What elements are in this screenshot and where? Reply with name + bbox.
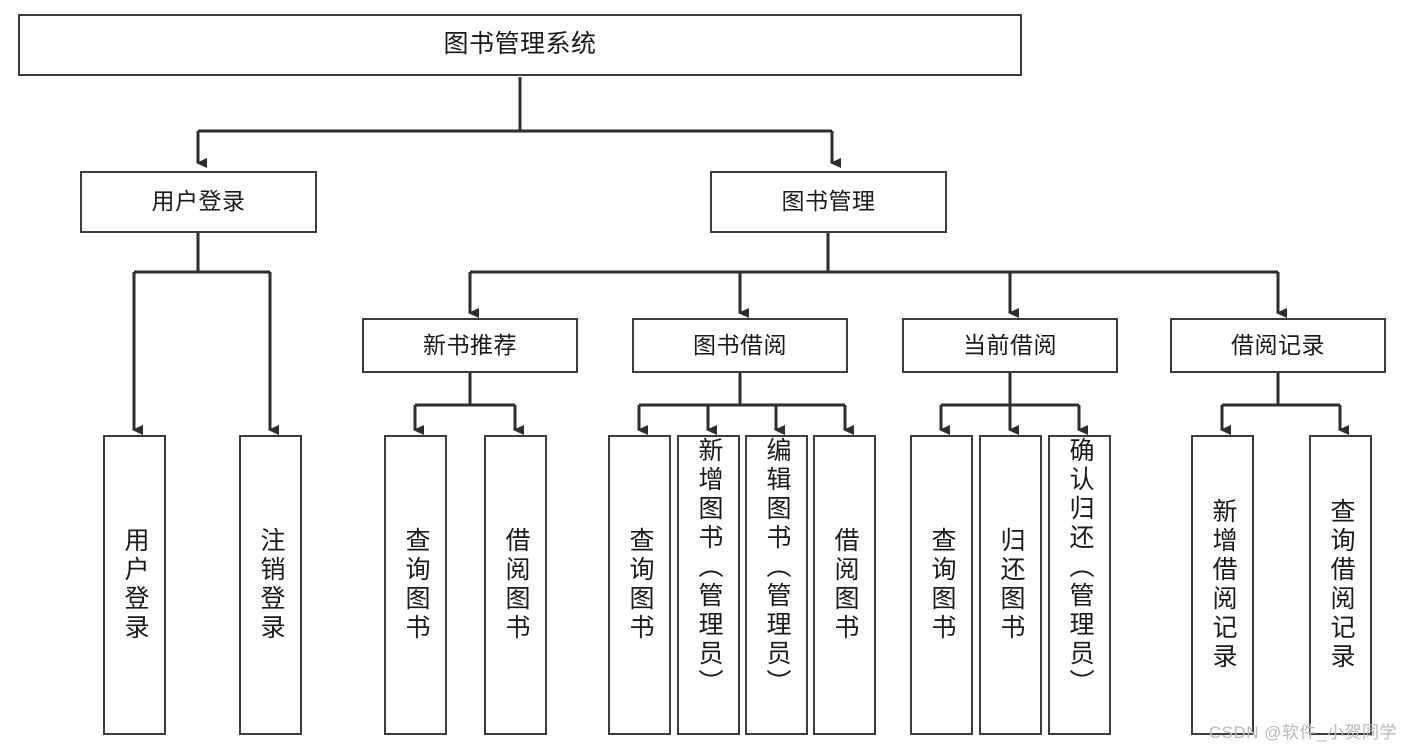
node-leaf-query-record-label: 查询借阅记录	[1327, 498, 1355, 672]
node-current-borrow[interactable]: 当前借阅	[902, 318, 1118, 373]
node-leaf-edit-book-label: 编辑图书（管理员）	[763, 437, 791, 698]
node-leaf-confirm-return[interactable]: 确认归还（管理员）	[1048, 435, 1111, 735]
node-leaf-borrow-book-1[interactable]: 借阅图书	[484, 435, 547, 735]
node-borrow-record[interactable]: 借阅记录	[1170, 318, 1386, 373]
node-leaf-borrow-book-1-label: 借阅图书	[502, 527, 530, 643]
node-leaf-user-login-label: 用户登录	[121, 527, 149, 643]
node-leaf-user-login[interactable]: 用户登录	[103, 435, 166, 735]
node-leaf-add-record-label: 新增借阅记录	[1209, 498, 1237, 672]
node-leaf-query-book-3[interactable]: 查询图书	[910, 435, 973, 735]
watermark: CSDN @软件_小贺同学	[1208, 723, 1397, 742]
node-leaf-query-book-1-label: 查询图书	[402, 527, 430, 643]
node-leaf-confirm-return-label: 确认归还（管理员）	[1066, 437, 1094, 698]
node-leaf-query-book-2[interactable]: 查询图书	[608, 435, 671, 735]
node-user-login-label: 用户登录	[151, 188, 246, 215]
node-root[interactable]: 图书管理系统	[18, 14, 1022, 76]
node-leaf-return-book[interactable]: 归还图书	[979, 435, 1042, 735]
node-root-label: 图书管理系统	[443, 30, 597, 59]
node-new-book-recommend[interactable]: 新书推荐	[362, 318, 578, 373]
node-book-management-label: 图书管理	[781, 188, 876, 215]
node-leaf-edit-book[interactable]: 编辑图书（管理员）	[745, 435, 808, 735]
node-new-book-recommend-label: 新书推荐	[423, 331, 517, 358]
node-leaf-add-book-label: 新增图书（管理员）	[695, 437, 723, 698]
node-leaf-return-book-label: 归还图书	[997, 527, 1025, 643]
node-leaf-query-book-3-label: 查询图书	[928, 527, 956, 643]
node-leaf-add-record[interactable]: 新增借阅记录	[1191, 435, 1254, 735]
node-leaf-query-book-2-label: 查询图书	[626, 527, 654, 643]
node-leaf-query-book-1[interactable]: 查询图书	[384, 435, 447, 735]
node-leaf-add-book[interactable]: 新增图书（管理员）	[677, 435, 740, 735]
node-leaf-query-record[interactable]: 查询借阅记录	[1309, 435, 1372, 735]
node-leaf-borrow-book-2-label: 借阅图书	[831, 527, 859, 643]
node-leaf-logout-login[interactable]: 注销登录	[239, 435, 302, 735]
node-user-login[interactable]: 用户登录	[80, 171, 317, 233]
node-book-management[interactable]: 图书管理	[710, 171, 947, 233]
node-book-borrow-label: 图书借阅	[693, 331, 787, 358]
node-leaf-borrow-book-2[interactable]: 借阅图书	[813, 435, 876, 735]
node-borrow-record-label: 借阅记录	[1231, 331, 1325, 358]
node-book-borrow[interactable]: 图书借阅	[632, 318, 848, 373]
node-current-borrow-label: 当前借阅	[963, 331, 1057, 358]
node-leaf-logout-login-label: 注销登录	[257, 527, 285, 643]
